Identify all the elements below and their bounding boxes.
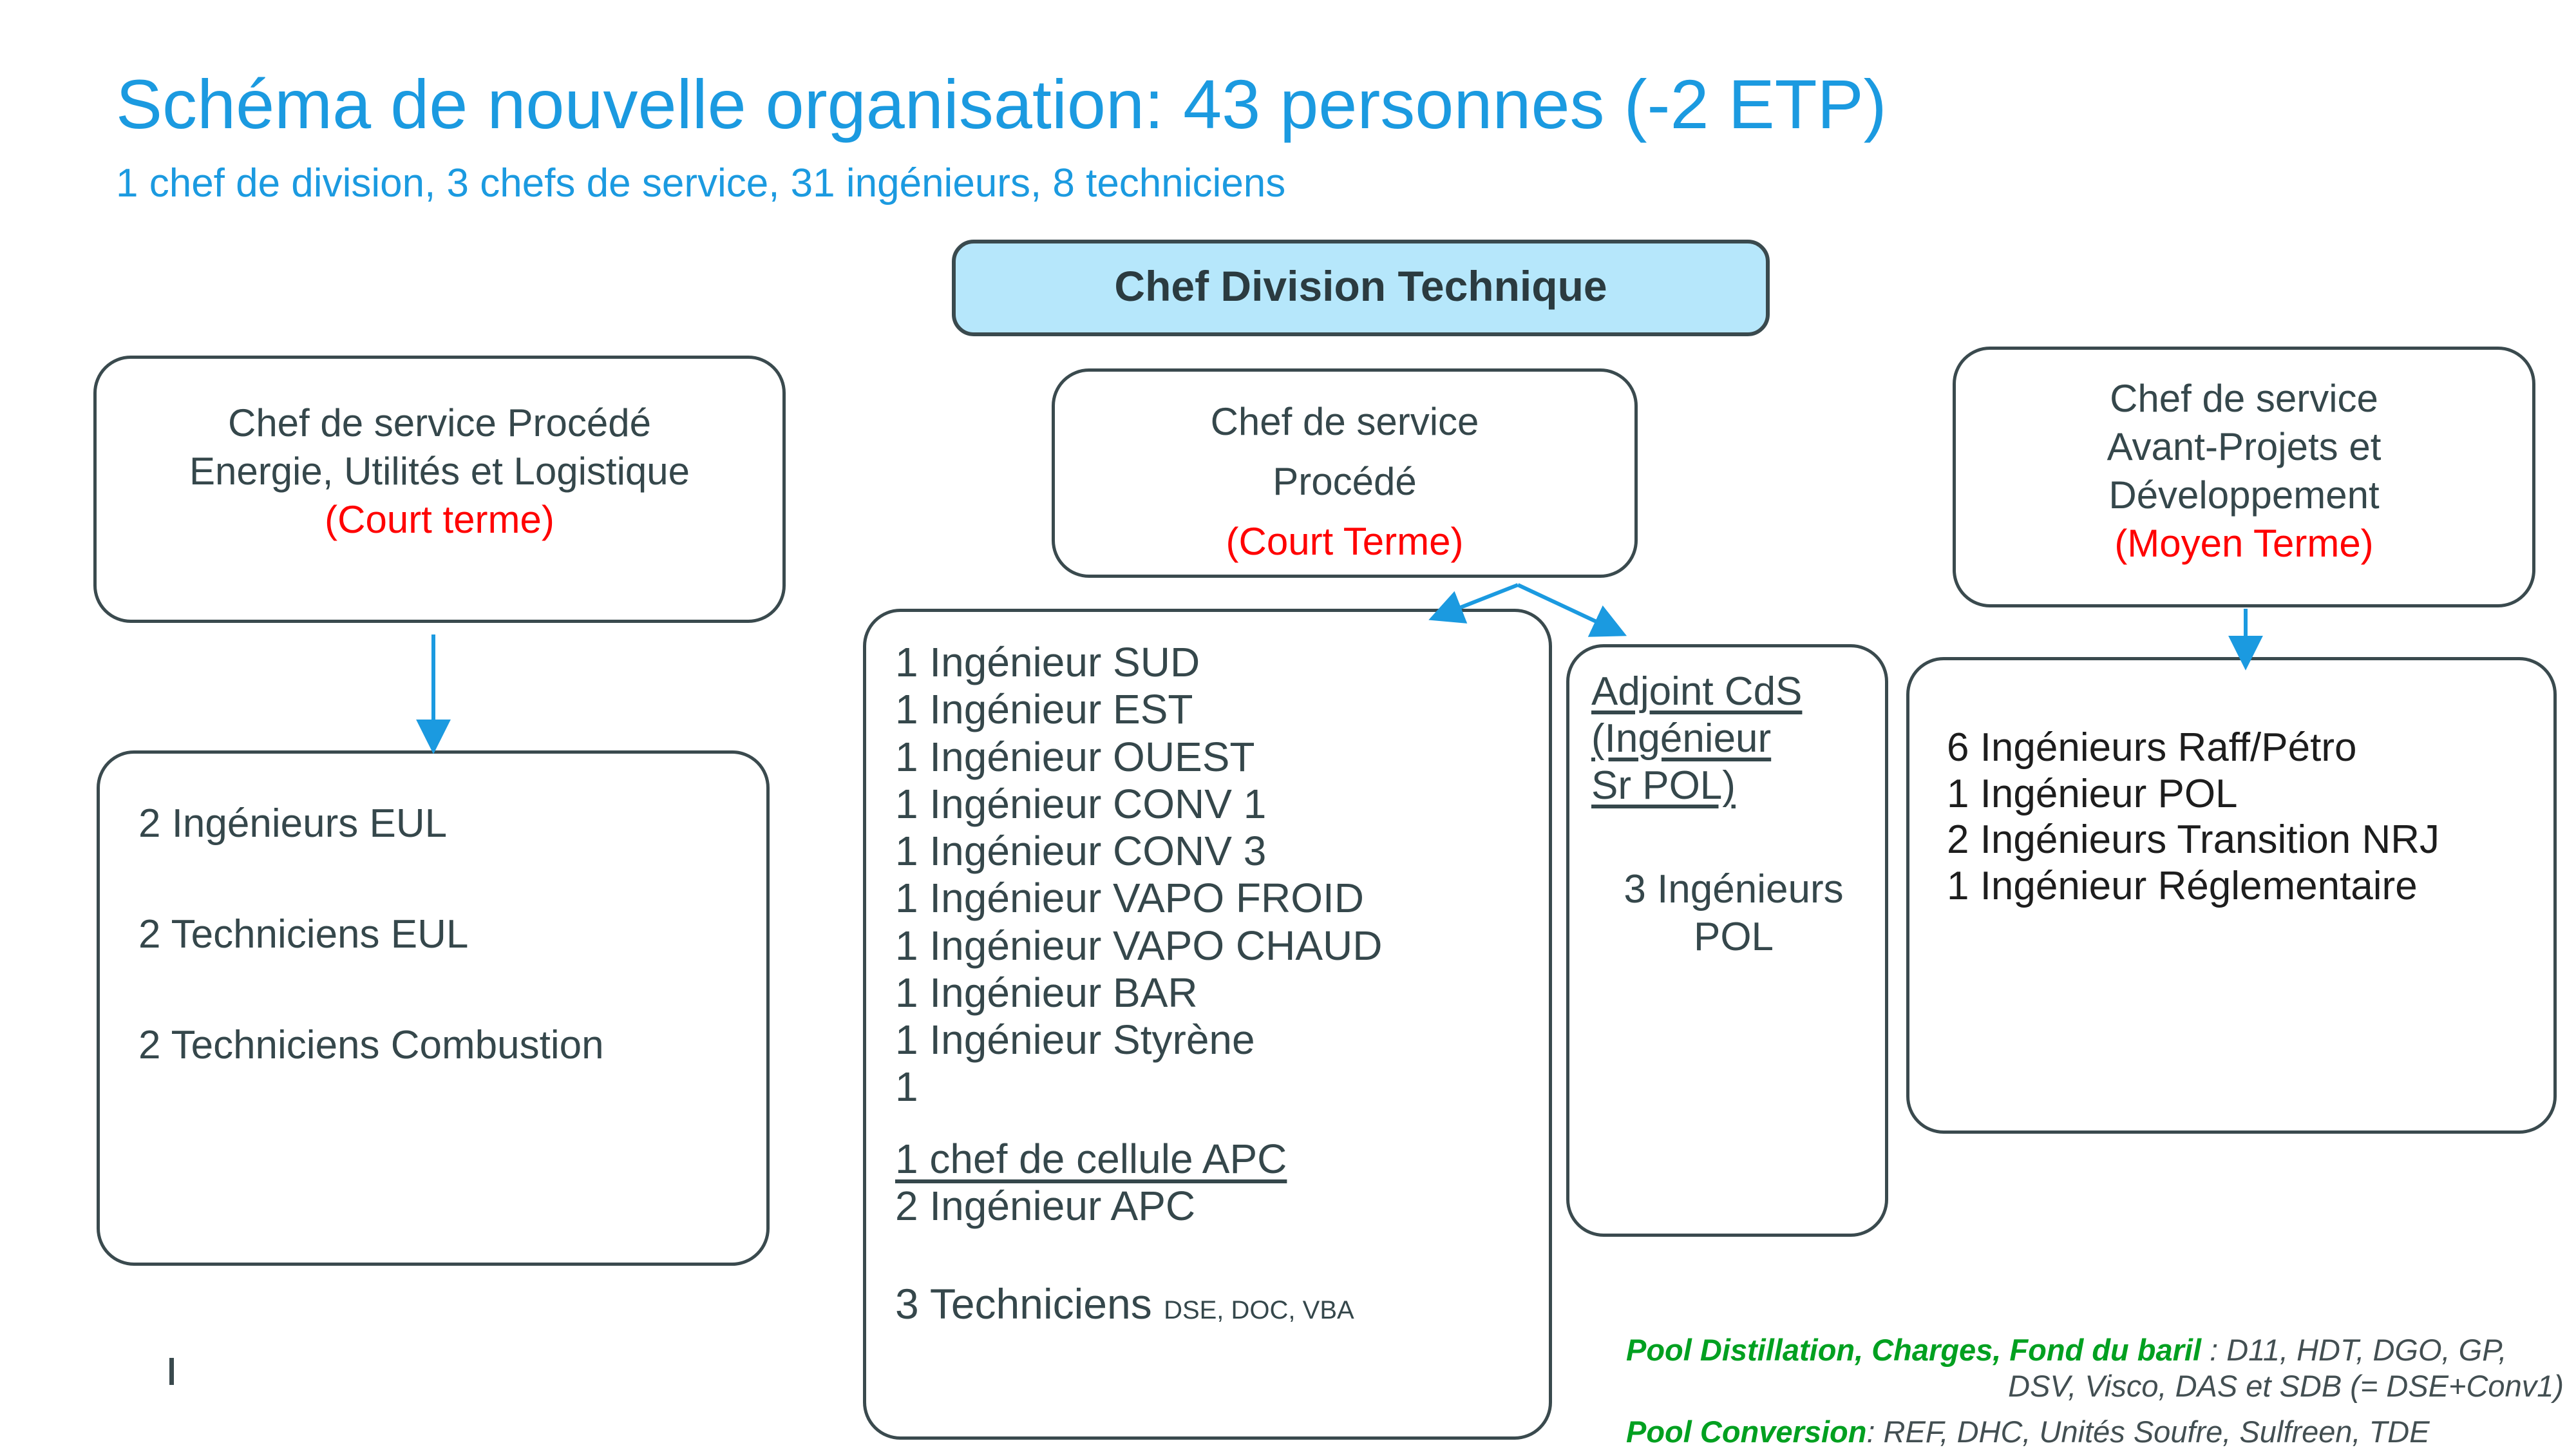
node-chef-service-avant-projets[interactable]: Chef de service Avant-Projets et Dévelop… xyxy=(1953,347,2535,607)
node-team-procede-list: 1 Ingénieur SUD 1 Ingénieur EST 1 Ingéni… xyxy=(895,639,1536,1329)
list-item: 6 Ingénieurs Raff/Pétro xyxy=(1947,725,2357,770)
list-item: 2 Ingénieurs Transition NRJ xyxy=(1947,817,2440,863)
text-caret-mark xyxy=(169,1358,174,1385)
adjoint-pol-line1: 3 Ingénieurs xyxy=(1624,867,1844,912)
node-team-eul-list: 2 Ingénieurs EUL 2 Techniciens EUL 2 Tec… xyxy=(138,804,747,1136)
list-item: 1 Ingénieur VAPO CHAUD xyxy=(895,922,1383,969)
list-item: 2 Ingénieurs EUL xyxy=(138,801,448,846)
node-team-eul[interactable]: 2 Ingénieurs EUL 2 Techniciens EUL 2 Tec… xyxy=(97,750,770,1266)
adjoint-line1: Adjoint CdS xyxy=(1591,669,1803,714)
technicians-count: 3 Techniciens xyxy=(895,1280,1152,1328)
node-adjoint-cds[interactable]: Adjoint CdS (Ingénieur Sr POL) 3 Ingénie… xyxy=(1566,644,1888,1237)
node-chef-service-procede-energie-text: Chef de service Procédé Energie, Utilité… xyxy=(97,399,782,544)
cs-right-line1: Chef de service xyxy=(2110,377,2378,420)
pool-distillation-line2: DSV, Visco, DAS et SDB (= DSE+Conv1) xyxy=(2008,1369,2564,1404)
cs-left-line2: Energie, Utilités et Logistique xyxy=(189,450,690,493)
list-item: 1 Ingénieur POL xyxy=(1947,771,2238,816)
spacer xyxy=(895,1230,1536,1280)
node-chef-service-procede[interactable]: Chef de service Procédé (Court Terme) xyxy=(1052,368,1638,578)
pool-conversion-row: Pool Conversion: REF, DHC, Unités Soufre… xyxy=(1626,1414,2566,1450)
node-team-avant-projets-list: 6 Ingénieurs Raff/Pétro 1 Ingénieur POL … xyxy=(1947,725,2544,909)
list-item: 1 Ingénieur Réglementaire xyxy=(1947,863,2418,908)
node-chef-service-procede-energie[interactable]: Chef de service Procédé Energie, Utilité… xyxy=(93,356,786,623)
pool-conversion-label: Pool Conversion xyxy=(1626,1414,1867,1449)
page-subtitle: 1 chef de division, 3 chefs de service, … xyxy=(116,161,1286,205)
cs-right-line2: Avant-Projets et xyxy=(2107,425,2382,468)
adjoint-line2: (Ingénieur xyxy=(1591,716,1772,761)
node-team-avant-projets[interactable]: 6 Ingénieurs Raff/Pétro 1 Ingénieur POL … xyxy=(1906,657,2557,1134)
adjoint-pol-line2: POL xyxy=(1693,914,1774,959)
pool-distillation-value: : D11, HDT, DGO, GP, xyxy=(2201,1333,2507,1367)
list-item: 1 Ingénieur SUD xyxy=(895,639,1200,685)
list-item: 1 Ingénieur Styrène xyxy=(895,1016,1255,1064)
pool-distillation-label: Pool Distillation, Charges, Fond du bari… xyxy=(1626,1333,2202,1367)
adjoint-line3: Sr POL) xyxy=(1591,763,1736,808)
node-chef-service-avant-projets-text: Chef de service Avant-Projets et Dévelop… xyxy=(1956,374,2532,568)
apc-engineers: 2 Ingénieur APC xyxy=(895,1182,1196,1229)
list-item-orphan: 1 xyxy=(895,1064,918,1111)
cs-right-line3: Développement xyxy=(2108,473,2380,517)
pool-conversion-value: : REF, DHC, Unités Soufre, Sulfreen, TDE xyxy=(1866,1414,2430,1449)
cs-right-term: (Moyen Terme) xyxy=(2114,522,2374,565)
cs-left-term: (Court terme) xyxy=(325,498,554,541)
list-item: 2 Techniciens EUL xyxy=(138,912,469,957)
list-item: 1 Ingénieur CONV 1 xyxy=(895,780,1267,827)
footnotes: Pool Distillation, Charges, Fond du bari… xyxy=(1626,1332,2566,1450)
technicians-row: 3 Techniciens DSE, DOC, VBA xyxy=(895,1280,1536,1329)
cs-mid-term: (Court Terme) xyxy=(1226,520,1464,563)
list-item: 1 Ingénieur EST xyxy=(895,686,1193,733)
list-item: 1 Ingénieur CONV 3 xyxy=(895,828,1267,875)
cs-mid-line1: Chef de service xyxy=(1210,400,1479,443)
node-chef-division-technique-label: Chef Division Technique xyxy=(1114,262,1607,310)
apc-chief: 1 chef de cellule APC xyxy=(895,1135,1287,1182)
list-item: 2 Techniciens Combustion xyxy=(138,1023,604,1067)
node-team-procede[interactable]: 1 Ingénieur SUD 1 Ingénieur EST 1 Ingéni… xyxy=(863,609,1552,1440)
node-chef-service-procede-text: Chef de service Procédé (Court Terme) xyxy=(1055,397,1634,566)
spacer xyxy=(895,1111,1536,1136)
node-adjoint-cds-text: Adjoint CdS (Ingénieur Sr POL) 3 Ingénie… xyxy=(1591,668,1876,960)
list-item: 1 Ingénieur BAR xyxy=(895,969,1198,1016)
node-chef-division-technique[interactable]: Chef Division Technique xyxy=(952,240,1770,336)
page-title: Schéma de nouvelle organisation: 43 pers… xyxy=(116,65,1887,143)
technicians-detail: DSE, DOC, VBA xyxy=(1164,1296,1354,1325)
list-item: 1 Ingénieur OUEST xyxy=(895,733,1255,780)
cs-mid-line2: Procédé xyxy=(1273,460,1417,503)
list-item: 1 Ingénieur VAPO FROID xyxy=(895,875,1364,922)
cs-left-line1: Chef de service Procédé xyxy=(227,401,651,444)
